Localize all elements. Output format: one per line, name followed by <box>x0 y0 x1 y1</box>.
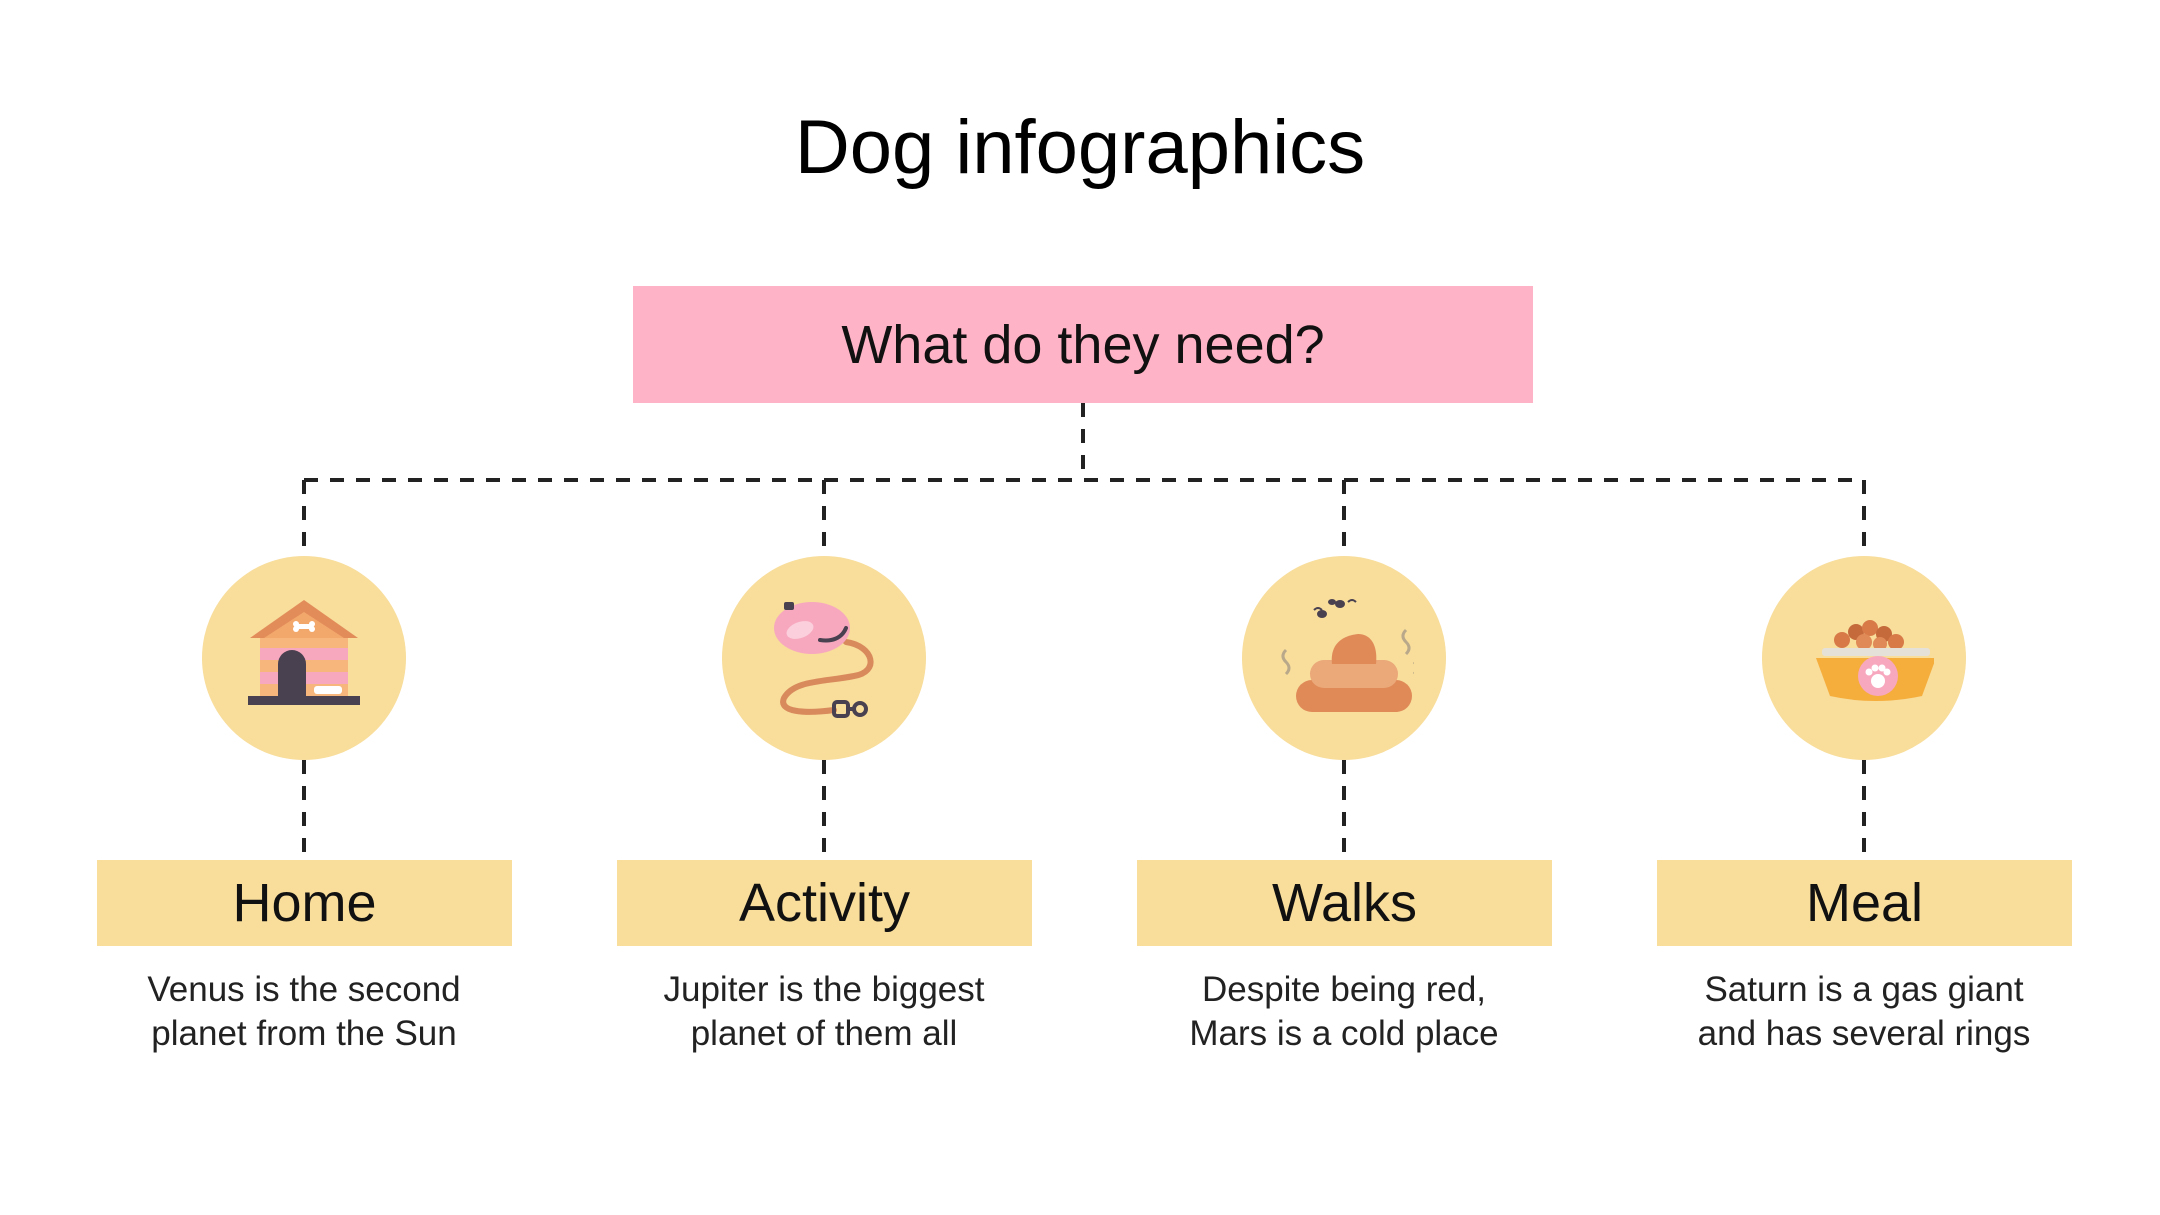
desc-meal: Saturn is a gas giant and has several ri… <box>1624 968 2104 1056</box>
desc-walks: Despite being red, Mars is a cold place <box>1104 968 1584 1056</box>
leash-icon <box>774 602 874 718</box>
label-meal: Meal <box>1657 860 2072 946</box>
dog-house-icon <box>248 600 360 705</box>
label-activity-text: Activity <box>738 873 911 933</box>
desc-home-line1: Venus is the second <box>147 970 461 1009</box>
meal-icon-circle <box>1762 556 1966 760</box>
label-home-text: Home <box>232 873 377 933</box>
desc-home: Venus is the second planet from the Sun <box>64 968 544 1056</box>
label-walks: Walks <box>1137 860 1552 946</box>
desc-meal-line2: and has several rings <box>1697 1014 2031 1053</box>
poop-icon <box>1281 599 1414 712</box>
desc-walks-line1: Despite being red, <box>1201 970 1487 1009</box>
label-walks-text: Walks <box>1272 873 1417 933</box>
question-box: What do they need? <box>633 286 1533 403</box>
label-meal-text: Meal <box>1805 873 1924 933</box>
desc-activity: Jupiter is the biggest planet of them al… <box>584 968 1064 1056</box>
home-icon-circle <box>202 556 406 760</box>
desc-home-line2: planet from the Sun <box>151 1014 457 1053</box>
question-text: What do they need? <box>841 314 1325 375</box>
desc-activity-line1: Jupiter is the biggest <box>663 970 985 1009</box>
desc-meal-line1: Saturn is a gas giant <box>1704 970 2024 1009</box>
label-activity: Activity <box>617 860 1032 946</box>
desc-activity-line2: planet of them all <box>690 1014 958 1053</box>
label-home: Home <box>97 860 512 946</box>
walks-icon-circle <box>1242 556 1446 760</box>
activity-icon-circle <box>722 556 926 760</box>
page-title: Dog infographics <box>794 105 1366 190</box>
desc-walks-line2: Mars is a cold place <box>1189 1014 1499 1053</box>
food-bowl-icon <box>1816 620 1934 701</box>
